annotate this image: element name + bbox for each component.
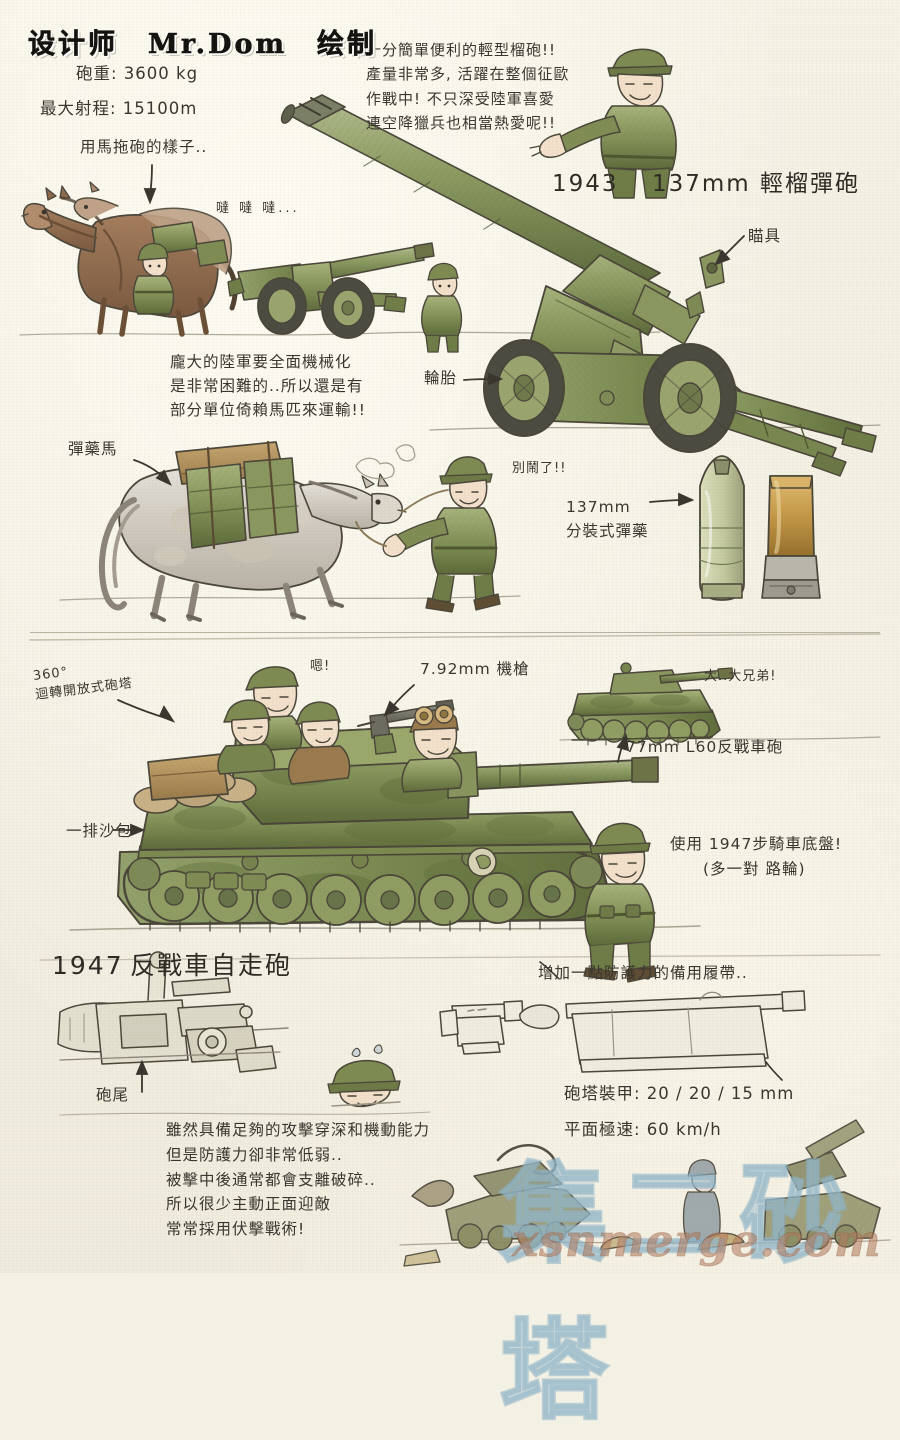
label-machine-gun: 7.92mm 機槍 [420, 660, 530, 678]
pointer-arrows [112, 164, 783, 1093]
label-ammunition: 137mm 分裝式彈藥 [566, 498, 649, 541]
label-sandbags: 一排沙包 [66, 822, 133, 840]
sfx-big-bro: 大..大兄弟! [704, 669, 777, 684]
label-ammo-horse: 彈藥馬 [68, 440, 118, 458]
heading-spg-year: 1947 [52, 951, 124, 980]
page-title: 设计师 Mr.Dom 绘制 [28, 29, 378, 61]
heading-howitzer-year: 1943 [552, 171, 619, 197]
section-divider [30, 632, 880, 633]
heading-howitzer-name: 137mm 輕榴彈砲 [652, 171, 861, 197]
spec-top-speed: 平面極速: 60 km/h [564, 1120, 722, 1139]
label-breech: 砲尾 [96, 1086, 130, 1104]
sfx-hoofbeats: 噠 噠 噠... [216, 201, 300, 216]
note-spare-track: 增加一點防護力的備用履帶.. [538, 964, 748, 982]
sfx-crew: 嗯! [310, 659, 331, 674]
sfx-stop-it: 別鬧了!! [512, 461, 567, 476]
label-at-gun: 77mm L60反戰車砲 [626, 738, 784, 756]
artwork-layer [19, 48, 891, 1267]
note-chassis: 使用 1947步騎車底盤! (多一對 路輪) [670, 835, 843, 878]
label-tire: 輪胎 [424, 369, 458, 387]
heading-spg-name: 反戰車自走砲 [130, 951, 293, 980]
note-drawbacks: 雖然具備足夠的攻擊穿深和機動能力 但是防護力卻非常低弱.. 被擊中後通常都會支離… [166, 1121, 431, 1239]
spec-max-range: 最大射程: 15100m [40, 99, 198, 118]
note-mechanization: 龐大的陸軍要全面機械化 是非常困難的..所以還是有 部分單位倚賴馬匹來運輸!! [170, 353, 366, 420]
spec-gun-weight: 砲重: 3600 kg [76, 64, 199, 83]
caption-horse-tow: 用馬拖砲的樣子.. [80, 138, 208, 156]
label-sight: 瞄具 [748, 227, 782, 245]
spec-turret-armor: 砲塔裝甲: 20 / 20 / 15 mm [564, 1084, 795, 1103]
blurb-howitzer: 十分簡單便利的輕型榴砲!! 產量非常多, 活躍在整個征歐 作戰中! 不只深受陸軍… [366, 41, 570, 132]
